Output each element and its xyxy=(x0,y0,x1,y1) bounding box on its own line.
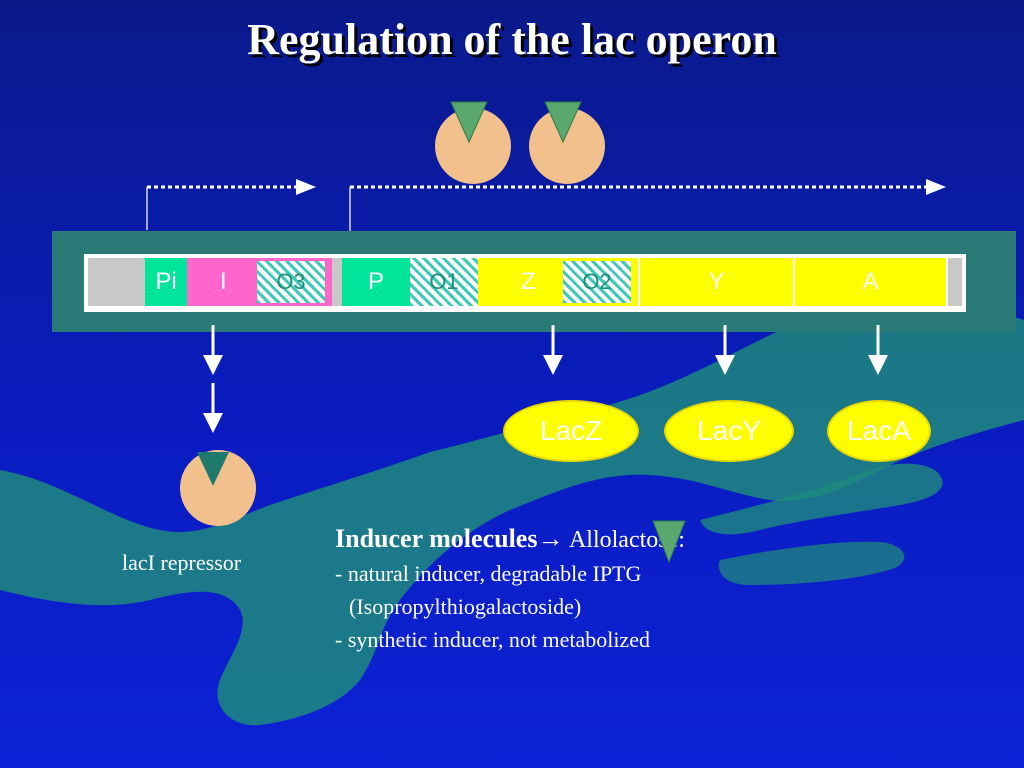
inducer-arrow: → xyxy=(537,524,564,553)
bound-repressors xyxy=(435,101,605,184)
arrow-z xyxy=(543,325,563,375)
spacer xyxy=(332,258,342,306)
inducer-shape xyxy=(544,101,582,144)
segment-o1: O1 xyxy=(410,258,478,306)
repressor-shape xyxy=(529,108,605,184)
arrow-lacI-2 xyxy=(203,383,223,433)
inducer-line-2: (Isopropylthiogalactoside) xyxy=(349,594,582,619)
arrow-a xyxy=(868,325,888,375)
segment-y: Y xyxy=(640,258,793,306)
inducer-heading: Inducer molecules xyxy=(335,524,538,553)
inducer-line-1: - natural inducer, degradable IPTG xyxy=(335,561,642,586)
arrow-y xyxy=(715,325,735,375)
segment-p: P xyxy=(342,258,410,306)
protein-lacz: LacZ xyxy=(503,400,639,462)
protein-laca: LacA xyxy=(827,400,931,462)
arrowhead-icon xyxy=(926,179,946,195)
repressor-shape xyxy=(435,108,511,184)
inducer-line-3: - synthetic inducer, not metabolized xyxy=(335,627,650,652)
inducer-shape xyxy=(197,452,229,486)
hand-finger xyxy=(700,463,943,535)
left-flank xyxy=(88,258,145,306)
segment-o3: O3 xyxy=(257,261,325,303)
expression-arrows xyxy=(203,325,888,433)
inducer-heading-row: Inducer molecules→ Allolactose: xyxy=(335,522,855,557)
segment-pi: Pi xyxy=(145,258,187,306)
slide-title: Regulation of the lac operon xyxy=(247,15,777,64)
segment-a: A xyxy=(795,258,946,306)
arrowhead-icon xyxy=(296,179,316,195)
repressor-shape xyxy=(180,450,256,526)
inducer-text: Inducer molecules→ Allolactose: - natura… xyxy=(335,522,855,656)
segment-o2: O2 xyxy=(563,261,631,303)
free-repressor xyxy=(180,450,256,526)
protein-lacy: LacY xyxy=(664,400,794,462)
right-flank xyxy=(948,258,962,306)
hand-finger-lower xyxy=(718,541,905,585)
transcription-arrows xyxy=(146,179,946,238)
allolactose-inducer-icon xyxy=(652,520,686,564)
repressor-caption: lacI repressor xyxy=(122,550,242,575)
inducer-shape xyxy=(450,101,488,144)
arrow-lacI-1 xyxy=(203,325,223,375)
